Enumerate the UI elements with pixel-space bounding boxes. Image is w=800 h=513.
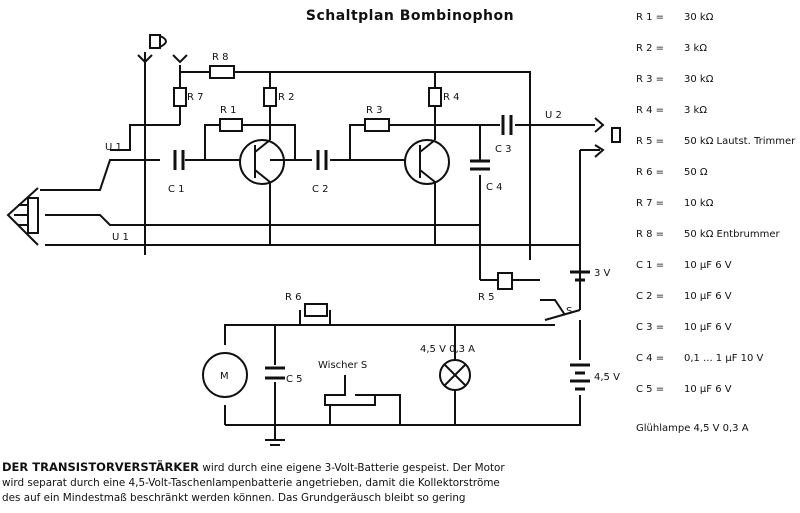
label-u1: U 1 bbox=[105, 142, 122, 153]
part-name: C 3 = bbox=[636, 322, 665, 333]
part-value: 3 kΩ bbox=[684, 105, 707, 116]
part-name: R 6 = bbox=[636, 167, 665, 178]
label-u2: U 2 bbox=[545, 110, 562, 121]
resistor-r3 bbox=[364, 118, 390, 132]
part-name: R 5 = bbox=[636, 136, 665, 147]
part-row: R 7 = 10 kΩ bbox=[636, 198, 713, 209]
label-battery-3v: 3 V bbox=[594, 268, 611, 279]
part-row: R 1 = 30 kΩ bbox=[636, 12, 713, 23]
part-row: C 4 = 0,1 ... 1 µF 10 V bbox=[636, 353, 763, 364]
part-value: 50 kΩ Entbrummer bbox=[684, 229, 780, 240]
label-r1: R 1 bbox=[220, 105, 237, 116]
caption-head: DER TRANSISTORVERSTÄRKER bbox=[2, 460, 200, 474]
label-wiper: Wischer S bbox=[318, 360, 367, 371]
part-row: C 2 = 10 µF 6 V bbox=[636, 291, 732, 302]
motor-icon bbox=[202, 352, 248, 398]
lamp-icon bbox=[439, 359, 471, 391]
resistor-r8 bbox=[209, 65, 235, 79]
caption-line-2: wird separat durch eine 4,5-Volt-Taschen… bbox=[2, 477, 500, 489]
part-row: C 1 = 10 µF 6 V bbox=[636, 260, 732, 271]
antenna-icon bbox=[137, 52, 188, 255]
wire-top-rail bbox=[180, 71, 531, 260]
label-r2: R 2 bbox=[278, 92, 295, 103]
label-r6: R 6 bbox=[285, 292, 302, 303]
transistor-t2 bbox=[404, 139, 450, 185]
part-value: 30 kΩ bbox=[684, 74, 714, 85]
part-row: R 6 = 50 Ω bbox=[636, 167, 708, 178]
label-r5: R 5 bbox=[478, 292, 495, 303]
microphone-icon bbox=[6, 187, 39, 246]
part-name: R 3 = bbox=[636, 74, 665, 85]
label-c5: C 5 bbox=[286, 374, 303, 385]
resistor-r5 bbox=[497, 272, 513, 290]
part-row: R 4 = 3 kΩ bbox=[636, 105, 707, 116]
part-value: 10 µF 6 V bbox=[684, 384, 732, 395]
label-battery-4-5v: 4,5 V bbox=[594, 372, 620, 383]
part-value: 10 µF 6 V bbox=[684, 260, 732, 271]
caption: DER TRANSISTORVERSTÄRKER wird durch eine… bbox=[2, 460, 798, 506]
speaker-jack-icon bbox=[594, 117, 621, 158]
caption-line-3: des auf ein Mindestmaß beschränkt werden… bbox=[2, 492, 466, 504]
resistor-r2 bbox=[263, 87, 277, 107]
part-value: 10 µF 6 V bbox=[684, 322, 732, 333]
lamp-note: Glühlampe 4,5 V 0,3 A bbox=[636, 423, 749, 434]
part-row: R 8 = 50 kΩ Entbrummer bbox=[636, 229, 780, 240]
circuit-schematic: R 8 R 7 R 2 R 4 R 1 R 3 C 1 C 2 C 3 C 4 … bbox=[6, 34, 621, 446]
part-value: 30 kΩ bbox=[684, 12, 714, 23]
part-value: 50 kΩ Lautst. Trimmer bbox=[684, 136, 796, 147]
part-value: 10 µF 6 V bbox=[684, 291, 732, 302]
part-name: R 7 = bbox=[636, 198, 665, 209]
label-r4: R 4 bbox=[443, 92, 460, 103]
label-u1-bottom: U 1 bbox=[112, 232, 129, 243]
transistor-t1 bbox=[239, 139, 285, 185]
part-name: R 8 = bbox=[636, 229, 665, 240]
label-c4: C 4 bbox=[486, 182, 503, 193]
part-value: 50 Ω bbox=[684, 167, 708, 178]
label-c2: C 2 bbox=[312, 184, 329, 195]
resistor-r7 bbox=[173, 87, 187, 107]
part-name: C 5 = bbox=[636, 384, 665, 395]
resistor-r1 bbox=[219, 118, 243, 132]
label-r3: R 3 bbox=[366, 105, 383, 116]
page-title: Schaltplan Bombinophon bbox=[305, 8, 515, 24]
part-row: C 5 = 10 µF 6 V bbox=[636, 384, 732, 395]
part-name: R 4 = bbox=[636, 105, 665, 116]
resistor-r4 bbox=[428, 87, 442, 107]
part-name: R 2 = bbox=[636, 43, 665, 54]
label-switch-s: S bbox=[566, 306, 572, 317]
part-row: R 3 = 30 kΩ bbox=[636, 74, 713, 85]
part-row: C 3 = 10 µF 6 V bbox=[636, 322, 732, 333]
resistor-r6 bbox=[304, 303, 328, 317]
label-c3: C 3 bbox=[495, 144, 512, 155]
label-c1: C 1 bbox=[168, 184, 185, 195]
part-value: 10 kΩ bbox=[684, 198, 714, 209]
label-r8: R 8 bbox=[212, 52, 229, 63]
caption-line-1: wird durch eine eigene 3-Volt-Batterie g… bbox=[202, 462, 505, 474]
part-name: R 1 = bbox=[636, 12, 665, 23]
part-value: 0,1 ... 1 µF 10 V bbox=[684, 353, 764, 364]
label-motor: M bbox=[220, 371, 229, 382]
part-name: C 4 = bbox=[636, 353, 665, 364]
part-row: R 2 = 3 kΩ bbox=[636, 43, 707, 54]
headphone-icon bbox=[149, 34, 167, 49]
part-name: C 1 = bbox=[636, 260, 665, 271]
label-r7: R 7 bbox=[187, 92, 204, 103]
part-value: 3 kΩ bbox=[684, 43, 707, 54]
part-name: C 2 = bbox=[636, 291, 665, 302]
part-row: R 5 = 50 kΩ Lautst. Trimmer bbox=[636, 136, 795, 147]
label-lamp: 4,5 V 0,3 A bbox=[420, 344, 475, 355]
